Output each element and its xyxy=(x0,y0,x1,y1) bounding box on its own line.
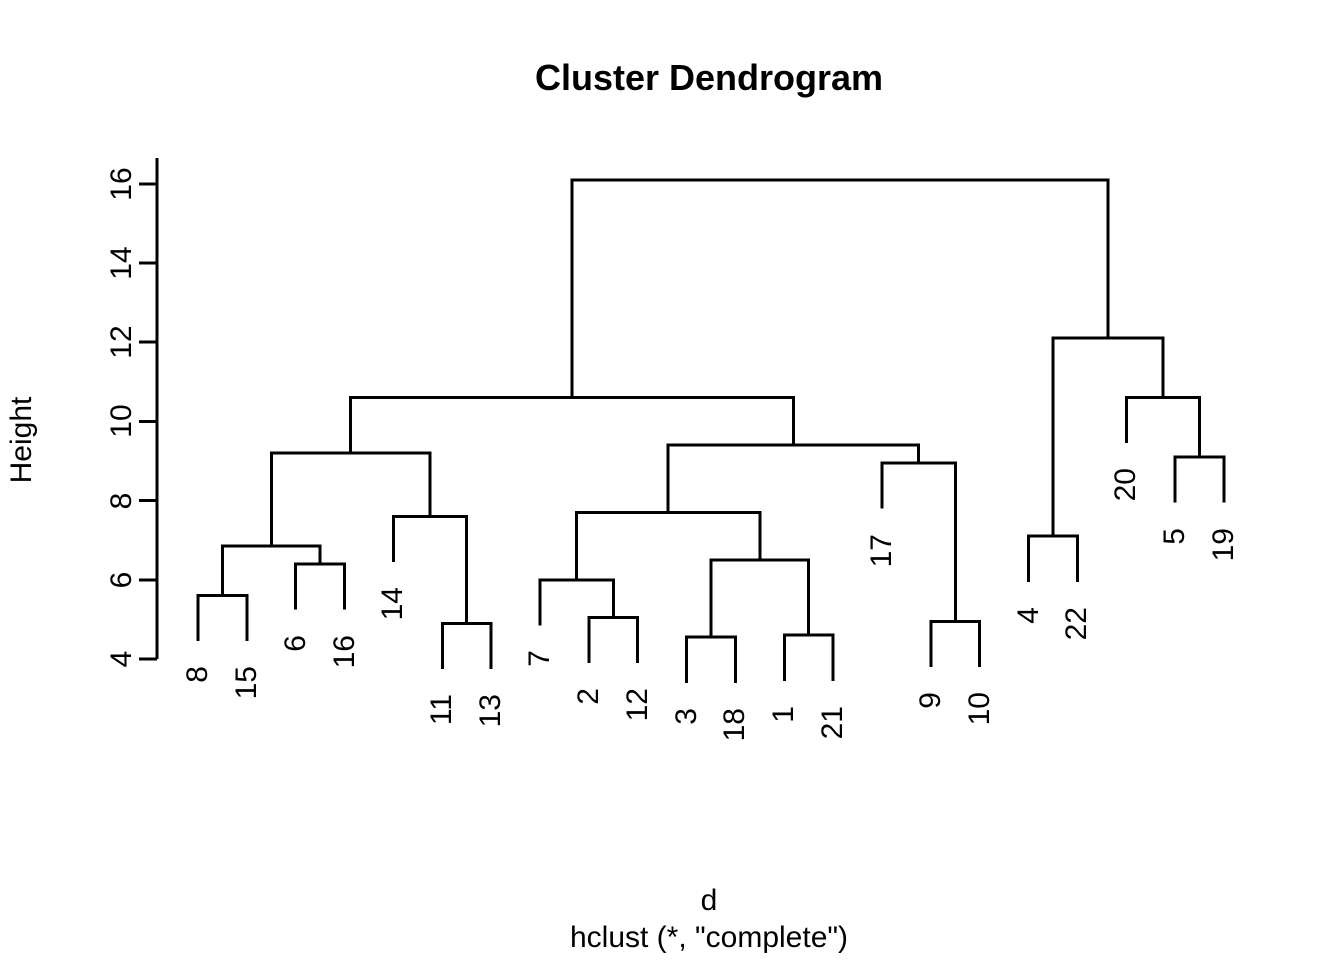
leaf-label-3: 3 xyxy=(669,707,703,725)
leaf-label-5: 5 xyxy=(1158,527,1192,545)
leaf-label-18: 18 xyxy=(718,707,752,742)
leaf-label-4: 4 xyxy=(1011,606,1045,624)
leaf-label-20: 20 xyxy=(1109,468,1143,502)
leaf-label-1: 1 xyxy=(767,705,801,723)
y-tick-label-4: 4 xyxy=(105,650,138,668)
leaf-label-16: 16 xyxy=(327,634,361,668)
leaf-label-17: 17 xyxy=(864,533,898,567)
leaf-label-11: 11 xyxy=(425,693,459,726)
leaf-label-8: 8 xyxy=(181,666,214,683)
leaf-label-2: 2 xyxy=(571,687,605,705)
y-tick-label-6: 6 xyxy=(105,571,138,589)
y-tick-label-10: 10 xyxy=(105,404,138,439)
leaf-label-13: 13 xyxy=(474,693,508,728)
leaf-label-15: 15 xyxy=(229,666,263,700)
plot-sub-caption: hclust (*, "complete") xyxy=(569,921,849,954)
leaf-label-7: 7 xyxy=(522,650,556,668)
x-axis-label: d xyxy=(700,884,718,917)
leaf-label-6: 6 xyxy=(278,634,312,652)
leaf-label-21: 21 xyxy=(816,705,850,740)
leaf-label-19: 19 xyxy=(1206,527,1240,561)
chart-title: Cluster Dendrogram xyxy=(534,57,884,98)
y-tick-label-12: 12 xyxy=(105,325,138,359)
leaf-label-9: 9 xyxy=(913,691,947,709)
leaf-label-12: 12 xyxy=(620,687,654,722)
y-tick-label-14: 14 xyxy=(105,246,138,280)
leaf-label-14: 14 xyxy=(376,586,410,621)
y-axis-label: Height xyxy=(5,396,38,484)
y-tick-label-16: 16 xyxy=(105,167,138,201)
y-tick-label-8: 8 xyxy=(105,492,138,509)
leaf-label-10: 10 xyxy=(962,691,996,726)
leaf-label-22: 22 xyxy=(1060,606,1094,641)
